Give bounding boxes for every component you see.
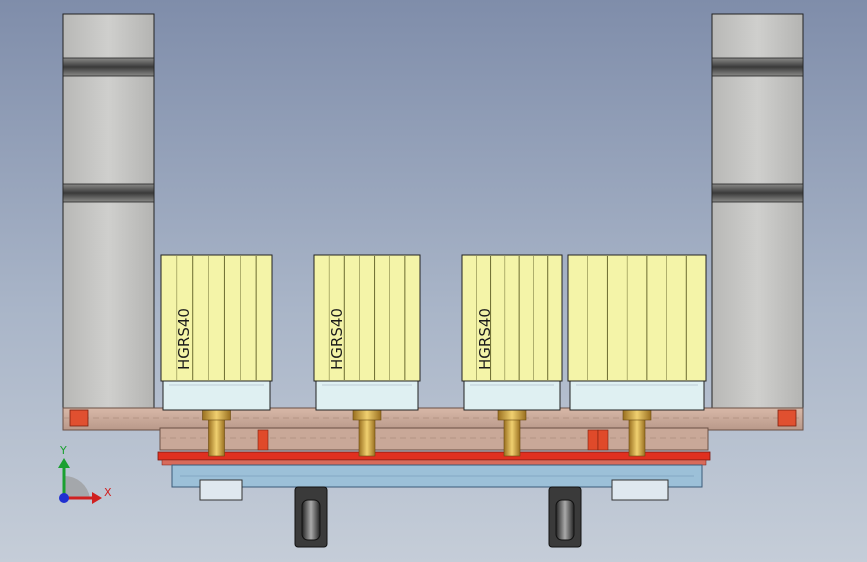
axis-triad: X Y (58, 444, 112, 504)
cylinders: HGRS40 HGRS40 HGRS40 (160, 254, 707, 457)
cylinder-label: HGRS40 (476, 308, 494, 370)
base-plate (62, 407, 804, 451)
y-axis-label: Y (59, 444, 67, 457)
lower-frame (171, 464, 703, 501)
left-column (62, 13, 155, 411)
right-column (711, 13, 804, 411)
cylinder-2: HGRS40 (313, 254, 421, 457)
cylinder-4 (567, 254, 707, 457)
right-wheel (548, 486, 582, 548)
red-rail (157, 451, 711, 466)
cylinder-1: HGRS40 (160, 254, 273, 457)
cylinder-label: HGRS40 (175, 308, 193, 370)
cylinder-label: HGRS40 (328, 308, 346, 370)
cylinder-3: HGRS40 (461, 254, 563, 457)
x-axis-label: X (104, 486, 112, 499)
left-wheel (294, 486, 328, 548)
